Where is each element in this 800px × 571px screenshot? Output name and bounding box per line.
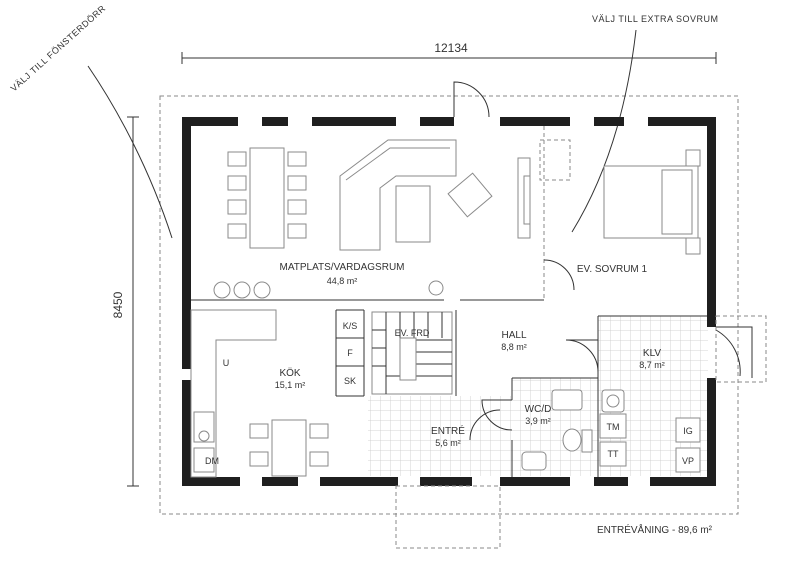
entre-porch-outline [395,485,501,549]
dimension-height: 8450 [111,116,139,487]
room-klv-name: KLV [643,348,661,359]
dimension-width: 12134 [181,41,717,64]
annotation-window-door-line [87,65,173,239]
entre-floor [368,396,512,476]
sofa [339,139,493,251]
room-kitchen-area: 15,1 m² [275,380,306,390]
annotation-window-door: VÄLJ TILL FÖNSTERDÖRR [9,3,108,93]
label-ig: IG [683,426,693,436]
label-ev-frd: EV. FRD [395,328,430,338]
room-bedroom-name: EV. SOVRUM 1 [577,264,648,275]
ceiling-lamp [428,280,444,296]
wc-fixtures [521,389,593,471]
room-wc-area: 3,9 m² [525,416,551,426]
floor-caption: ENTRÉVÅNING - 89,6 m² [597,523,713,536]
room-kitchen-name: KÖK [279,367,300,379]
annotation-extra-bedroom-line [571,29,637,233]
dining-table-living [227,147,307,249]
dimension-width-label: 12134 [434,41,468,55]
label-dm: DM [205,456,219,466]
doors [453,81,753,441]
label-f: F [347,348,353,358]
label-u: U [223,358,230,368]
tv-unit [517,157,531,239]
kitchen-counter [190,309,277,478]
klv-door-outline [715,315,767,383]
site-outline [159,95,739,515]
storage-boxes [336,337,364,367]
staircase [371,311,453,395]
stools [213,281,271,299]
label-vp: VP [682,456,694,466]
room-entre-name: ENTRÉ [431,424,465,437]
dimension-height-label: 8450 [111,291,125,318]
room-klv-area: 8,7 m² [639,360,665,370]
klv-fixtures [599,389,701,473]
label-tm: TM [607,422,620,432]
annotation-extra-bedroom: VÄLJ TILL EXTRA SOVRUM [592,14,719,24]
room-entre-area: 5,6 m² [435,438,461,448]
room-living-area: 44,8 m² [327,276,358,286]
label-sk: SK [344,376,356,386]
kitchen-table [249,419,329,477]
room-hall-name: HALL [501,330,526,341]
room-wc-name: WC/D [525,404,552,415]
room-living-name: MATPLATS/VARDAGSRUM [279,262,404,273]
exterior-walls [182,117,716,486]
extra-bedroom-wall-outline [539,139,571,181]
label-ks: K/S [343,321,358,331]
room-hall-area: 8,8 m² [501,342,527,352]
label-tt: TT [608,449,619,459]
bed [603,149,701,255]
interior-walls [191,126,707,477]
